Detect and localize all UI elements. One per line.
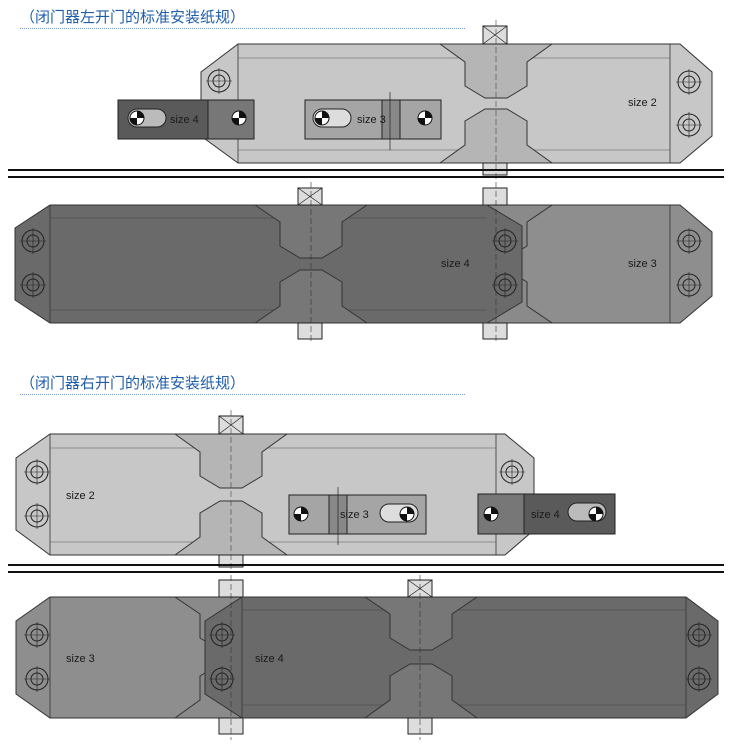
size3-label: size 3 xyxy=(628,258,657,270)
closer-body-size4-lower: size 4 xyxy=(14,182,523,344)
size2-label: size 2 xyxy=(628,97,657,109)
closer-body-size4-lower-section2: size 4 xyxy=(204,575,719,740)
title-underline xyxy=(20,28,465,29)
right-opening-title: （闭门器右开门的标准安装纸规） xyxy=(20,374,246,392)
closer-body-size2-top: size 2 xyxy=(200,20,713,180)
door-frame-line xyxy=(8,564,724,573)
size2-label: size 2 xyxy=(66,490,95,502)
size4-label: size 4 xyxy=(255,653,284,665)
closer-body-size2-bottom-section: size 2 xyxy=(15,410,535,572)
bracket-size4-bottom-section: size 4 xyxy=(477,493,616,535)
bracket-size4-top: size 4 xyxy=(117,99,255,140)
door-frame-line xyxy=(8,169,724,178)
size3-label: size 3 xyxy=(340,509,369,521)
bracket-size3-top: size 3 xyxy=(304,92,442,150)
left-opening-title: （闭门器左开门的标准安装纸规） xyxy=(20,8,246,26)
size3-label: size 3 xyxy=(357,114,386,126)
bracket-size3-bottom-section: size 3 xyxy=(288,487,427,545)
size4-label: size 4 xyxy=(170,114,199,126)
size4-label: size 4 xyxy=(531,509,560,521)
title-underline xyxy=(20,394,465,395)
size4-label: size 4 xyxy=(441,258,470,270)
size3-label: size 3 xyxy=(66,653,95,665)
